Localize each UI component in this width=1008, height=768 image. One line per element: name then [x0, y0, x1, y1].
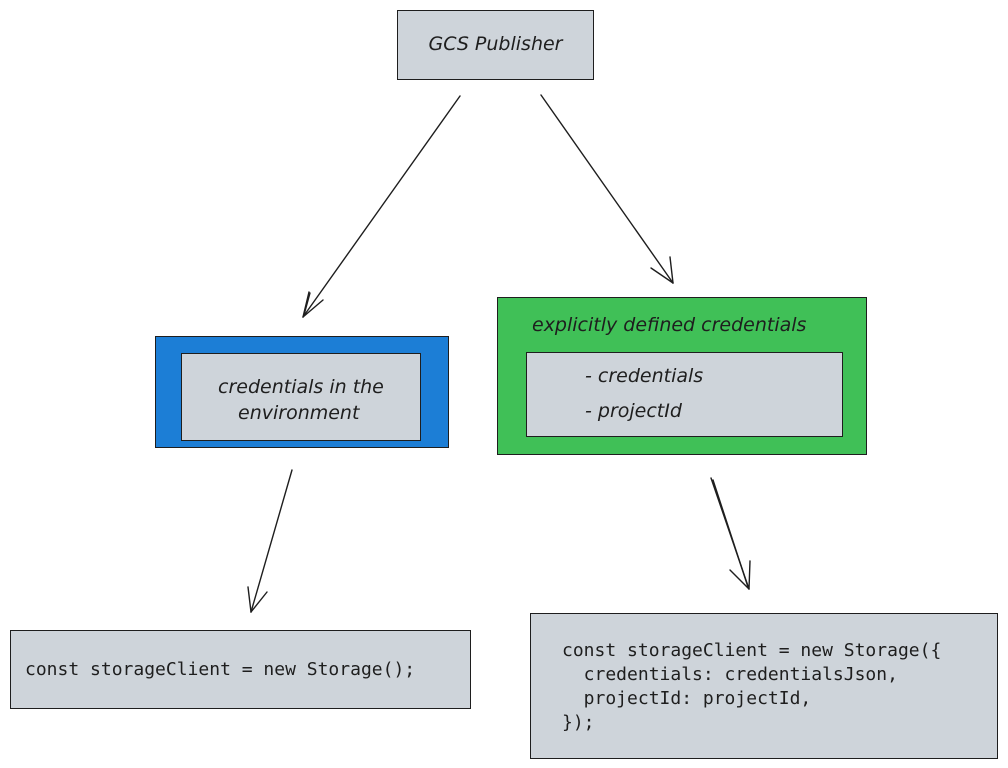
- explicit-code-line: const storageClient = new Storage({: [562, 640, 942, 661]
- env-credentials-label-line1: credentials in the: [218, 376, 384, 398]
- explicit-code-line: projectId: projectId,: [562, 688, 812, 709]
- explicit-credentials-item: - credentials: [585, 365, 704, 387]
- env-code-node: const storageClient = new Storage();: [10, 630, 471, 709]
- publisher-label: GCS Publisher: [428, 33, 563, 55]
- publisher-node: GCS Publisher: [397, 10, 594, 80]
- env-credentials-label-line2: environment: [238, 402, 360, 424]
- env-code-text: const storageClient = new Storage();: [25, 659, 416, 680]
- arrow-explicit-to-code: [710, 477, 751, 590]
- env-credentials-inner: credentials in the environment: [181, 353, 421, 441]
- arrow-env-to-code: [247, 469, 293, 613]
- arrow-publisher-to-env: [302, 95, 461, 318]
- explicit-credentials-item: - projectId: [585, 400, 682, 422]
- explicit-code-node: const storageClient = new Storage({ cred…: [530, 613, 998, 759]
- explicit-credentials-list: - credentials - projectId: [526, 352, 843, 437]
- explicit-code-line: credentials: credentialsJson,: [562, 664, 898, 685]
- explicit-code-line: });: [562, 712, 595, 733]
- arrow-publisher-to-explicit: [540, 94, 674, 284]
- explicit-credentials-title: explicitly defined credentials: [532, 314, 807, 336]
